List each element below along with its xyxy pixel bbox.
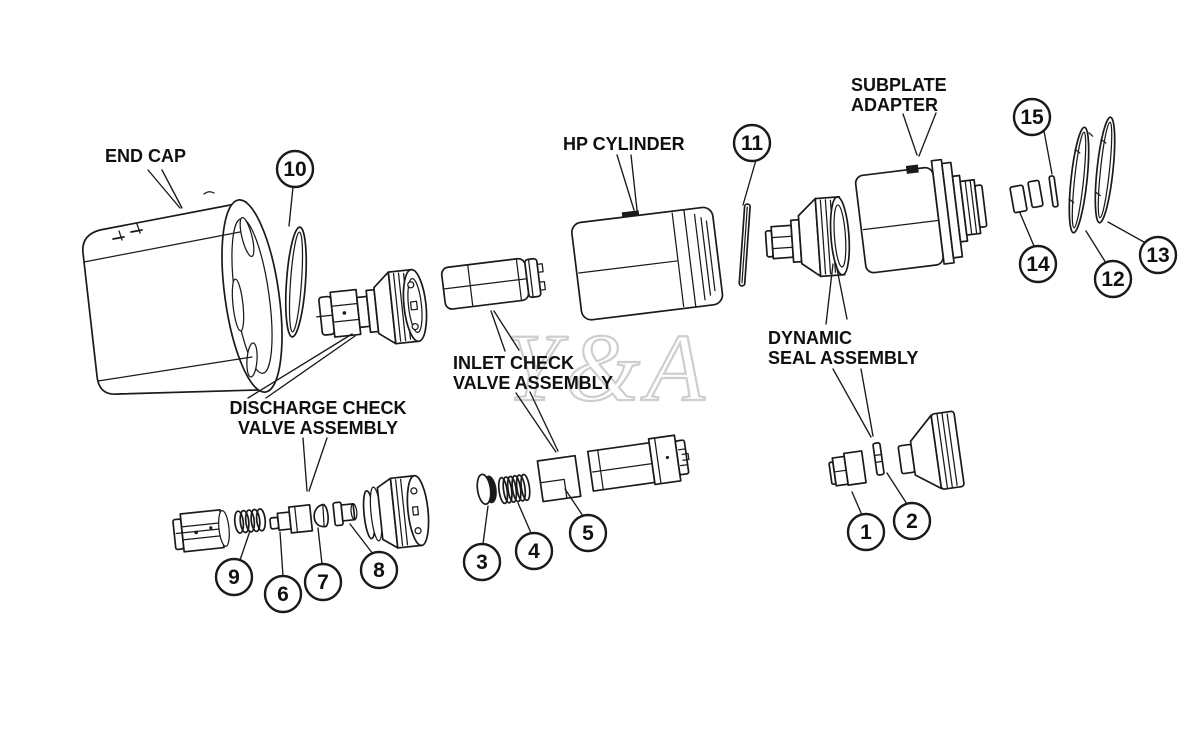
svg-text:10: 10 (283, 158, 306, 181)
svg-text:6: 6 (277, 583, 289, 606)
callout-13: 13 (1107, 221, 1178, 275)
callout-3: 3 (462, 505, 502, 582)
end-cap-part (81, 191, 283, 396)
poppet-6-part (269, 504, 314, 534)
callout-8: 8 (349, 523, 399, 590)
svg-text:2: 2 (906, 510, 918, 533)
svg-text:SUBPLATE: SUBPLATE (851, 75, 947, 95)
subplate-adapter-part (854, 158, 988, 274)
spring-9-part (233, 508, 267, 534)
o-ring-11-part (738, 203, 751, 287)
spacer-middle-part (1027, 179, 1044, 209)
svg-text:VALVE ASSEMBLY: VALVE ASSEMBLY (453, 373, 613, 393)
svg-text:1: 1 (860, 521, 872, 544)
o-ring-12-part (1068, 126, 1094, 234)
svg-text:ADAPTER: ADAPTER (851, 95, 938, 115)
svg-text:DYNAMIC: DYNAMIC (768, 328, 852, 348)
pin-15-part (1048, 175, 1059, 208)
discharge-valve-body-part (362, 474, 430, 549)
label-inlet-check: INLET CHECK VALVE ASSEMBLY (453, 353, 613, 393)
svg-text:7: 7 (317, 571, 329, 594)
label-leaders (147, 112, 937, 492)
callout-12: 12 (1085, 230, 1133, 299)
seal-cone-part (897, 410, 965, 490)
svg-text:5: 5 (582, 522, 594, 545)
svg-text:8: 8 (373, 559, 385, 582)
label-discharge-check: DISCHARGE CHECK VALVE ASSEMBLY (229, 398, 406, 438)
washer-2-part (872, 442, 885, 476)
ball-7-part (313, 503, 329, 528)
callout-10: 10 (275, 149, 315, 227)
callout-14: 14 (1018, 212, 1058, 284)
callout-1: 1 (846, 491, 886, 552)
svg-text:13: 13 (1146, 244, 1169, 267)
svg-text:SEAL ASSEMBLY: SEAL ASSEMBLY (768, 348, 918, 368)
discharge-valve-assembled (315, 268, 428, 345)
callout-2: 2 (886, 472, 932, 541)
hex-coupling-part (172, 508, 230, 553)
cap-8-part (332, 501, 358, 527)
callout-11: 11 (732, 123, 772, 206)
spacer-14-part (1009, 184, 1028, 214)
svg-text:9: 9 (228, 566, 240, 589)
callout-4: 4 (514, 502, 554, 571)
o-ring-13-part (1094, 116, 1116, 224)
inlet-valve-assembled (440, 257, 546, 310)
disc-3-part (476, 473, 497, 506)
svg-text:4: 4 (528, 540, 540, 563)
svg-text:15: 15 (1020, 106, 1044, 129)
label-subplate-adapter: SUBPLATE ADAPTER (851, 75, 947, 115)
callout-6: 6 (263, 531, 303, 614)
label-dynamic-seal: DYNAMIC SEAL ASSEMBLY (768, 328, 918, 368)
label-hp-cylinder: HP CYLINDER (563, 134, 685, 154)
callout-7: 7 (303, 527, 343, 602)
block-5-part (536, 454, 582, 503)
watermark: Y&A (506, 314, 711, 421)
label-end-cap: END CAP (105, 146, 186, 166)
svg-text:INLET CHECK: INLET CHECK (453, 353, 574, 373)
svg-text:DISCHARGE CHECK: DISCHARGE CHECK (229, 398, 406, 418)
spring-4-part (497, 473, 531, 505)
svg-text:11: 11 (741, 132, 764, 155)
svg-text:14: 14 (1026, 253, 1050, 276)
svg-text:VALVE ASSEMBLY: VALVE ASSEMBLY (238, 418, 398, 438)
dynamic-seal-assembled (764, 196, 851, 278)
callout-15: 15 (1012, 97, 1053, 175)
hp-cylinder-part (571, 206, 724, 321)
callout-9: 9 (214, 530, 254, 597)
o-ring-10-part (284, 226, 308, 338)
nut-1-part (828, 450, 867, 487)
svg-text:12: 12 (1101, 268, 1124, 291)
svg-text:3: 3 (476, 551, 488, 574)
callout-5: 5 (564, 488, 608, 553)
inlet-valve-body-part (586, 434, 690, 492)
